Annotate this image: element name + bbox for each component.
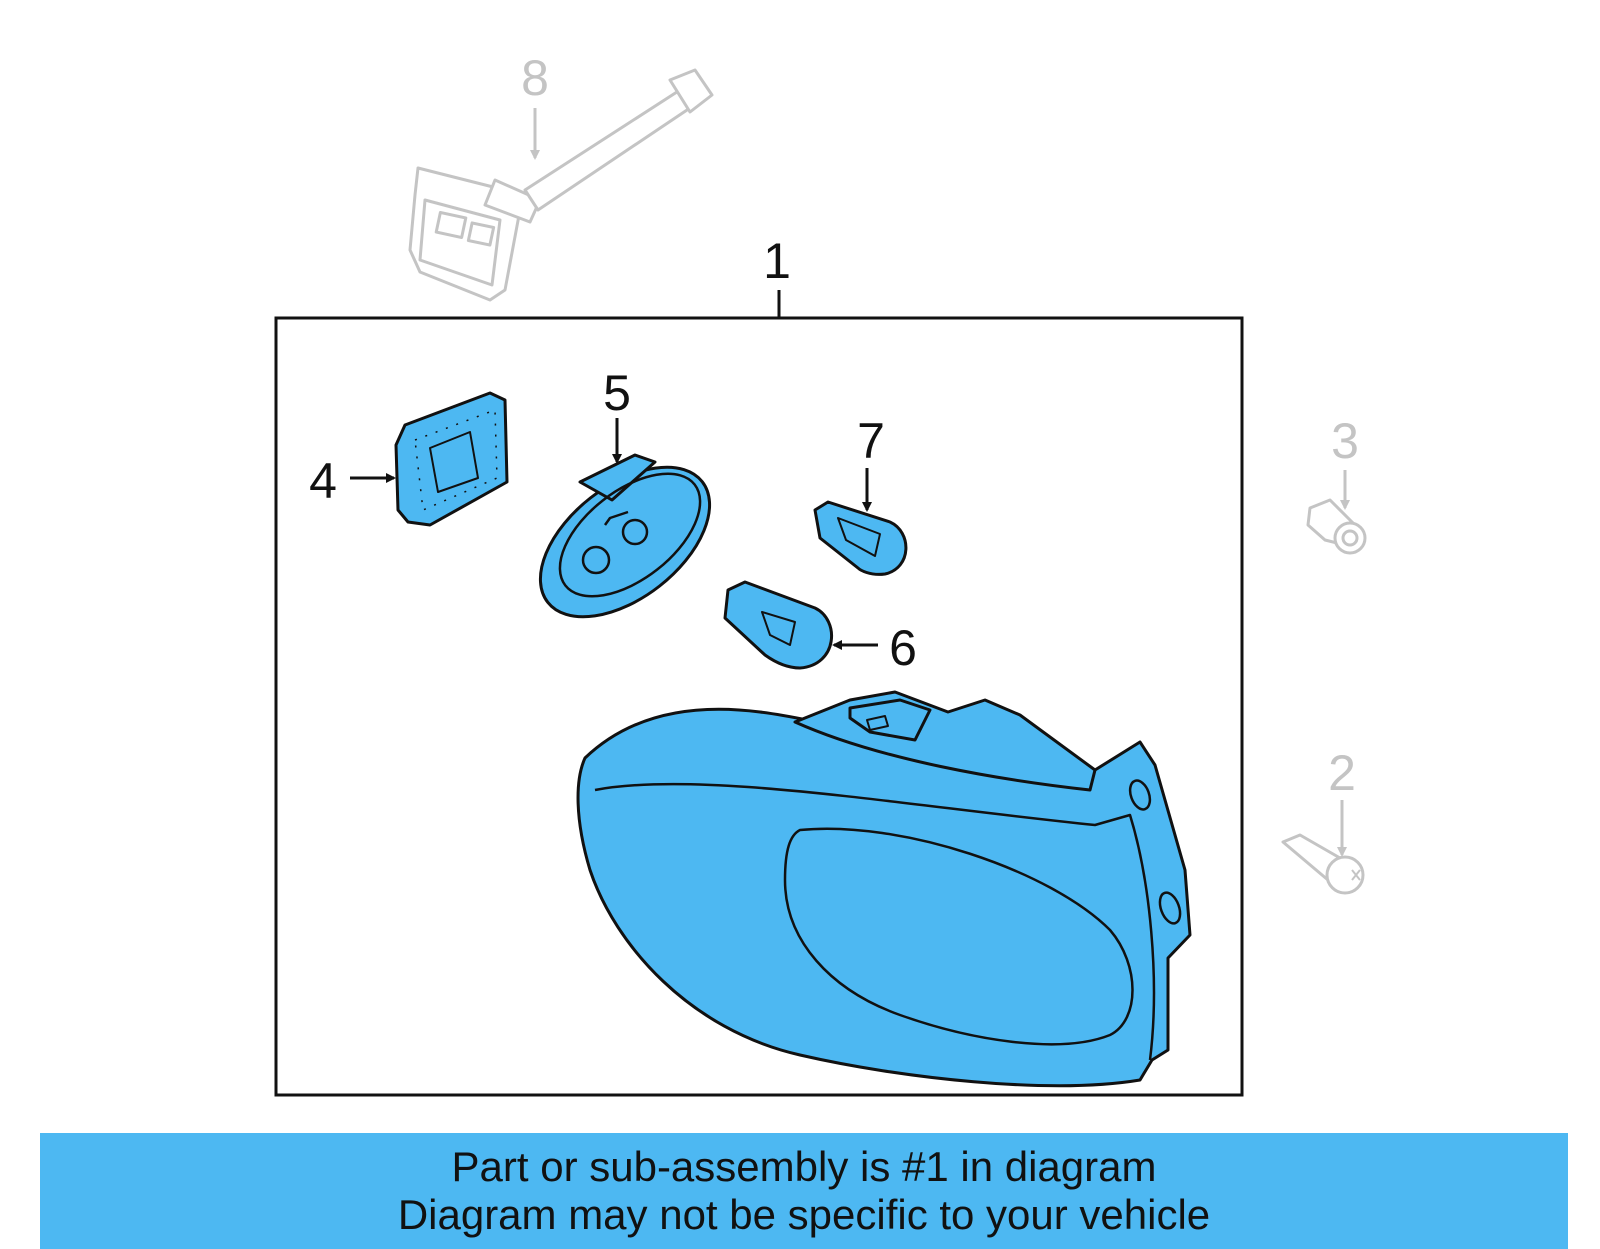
info-banner: Part or sub-assembly is #1 in diagram Di… xyxy=(40,1133,1568,1249)
part-6-wedge-bulb xyxy=(723,580,834,670)
callout-6-number: 6 xyxy=(889,620,917,676)
callout-1-number: 1 xyxy=(763,233,791,289)
part-5-bulb-socket xyxy=(538,453,712,619)
part-1-lamp-assembly xyxy=(576,690,1192,1088)
callout-5-number: 5 xyxy=(603,365,631,421)
callout-7-number: 7 xyxy=(857,413,885,469)
callout-2-number: 2 xyxy=(1328,745,1356,801)
part-2-screw xyxy=(1281,833,1365,895)
part-3-retainer xyxy=(1306,498,1367,555)
callout-4-number: 4 xyxy=(309,453,337,509)
part-8-wire-harness xyxy=(408,68,714,302)
banner-line-part-note: Part or sub-assembly is #1 in diagram xyxy=(451,1143,1157,1190)
banner-line-disclaimer: Diagram may not be specific to your vehi… xyxy=(397,1191,1211,1238)
part-7-wedge-bulb xyxy=(813,500,908,576)
assembly-frame xyxy=(274,316,1244,1097)
callout-3-number: 3 xyxy=(1331,413,1359,469)
callout-8-number: 8 xyxy=(521,50,549,106)
part-4-gasket xyxy=(394,391,509,527)
